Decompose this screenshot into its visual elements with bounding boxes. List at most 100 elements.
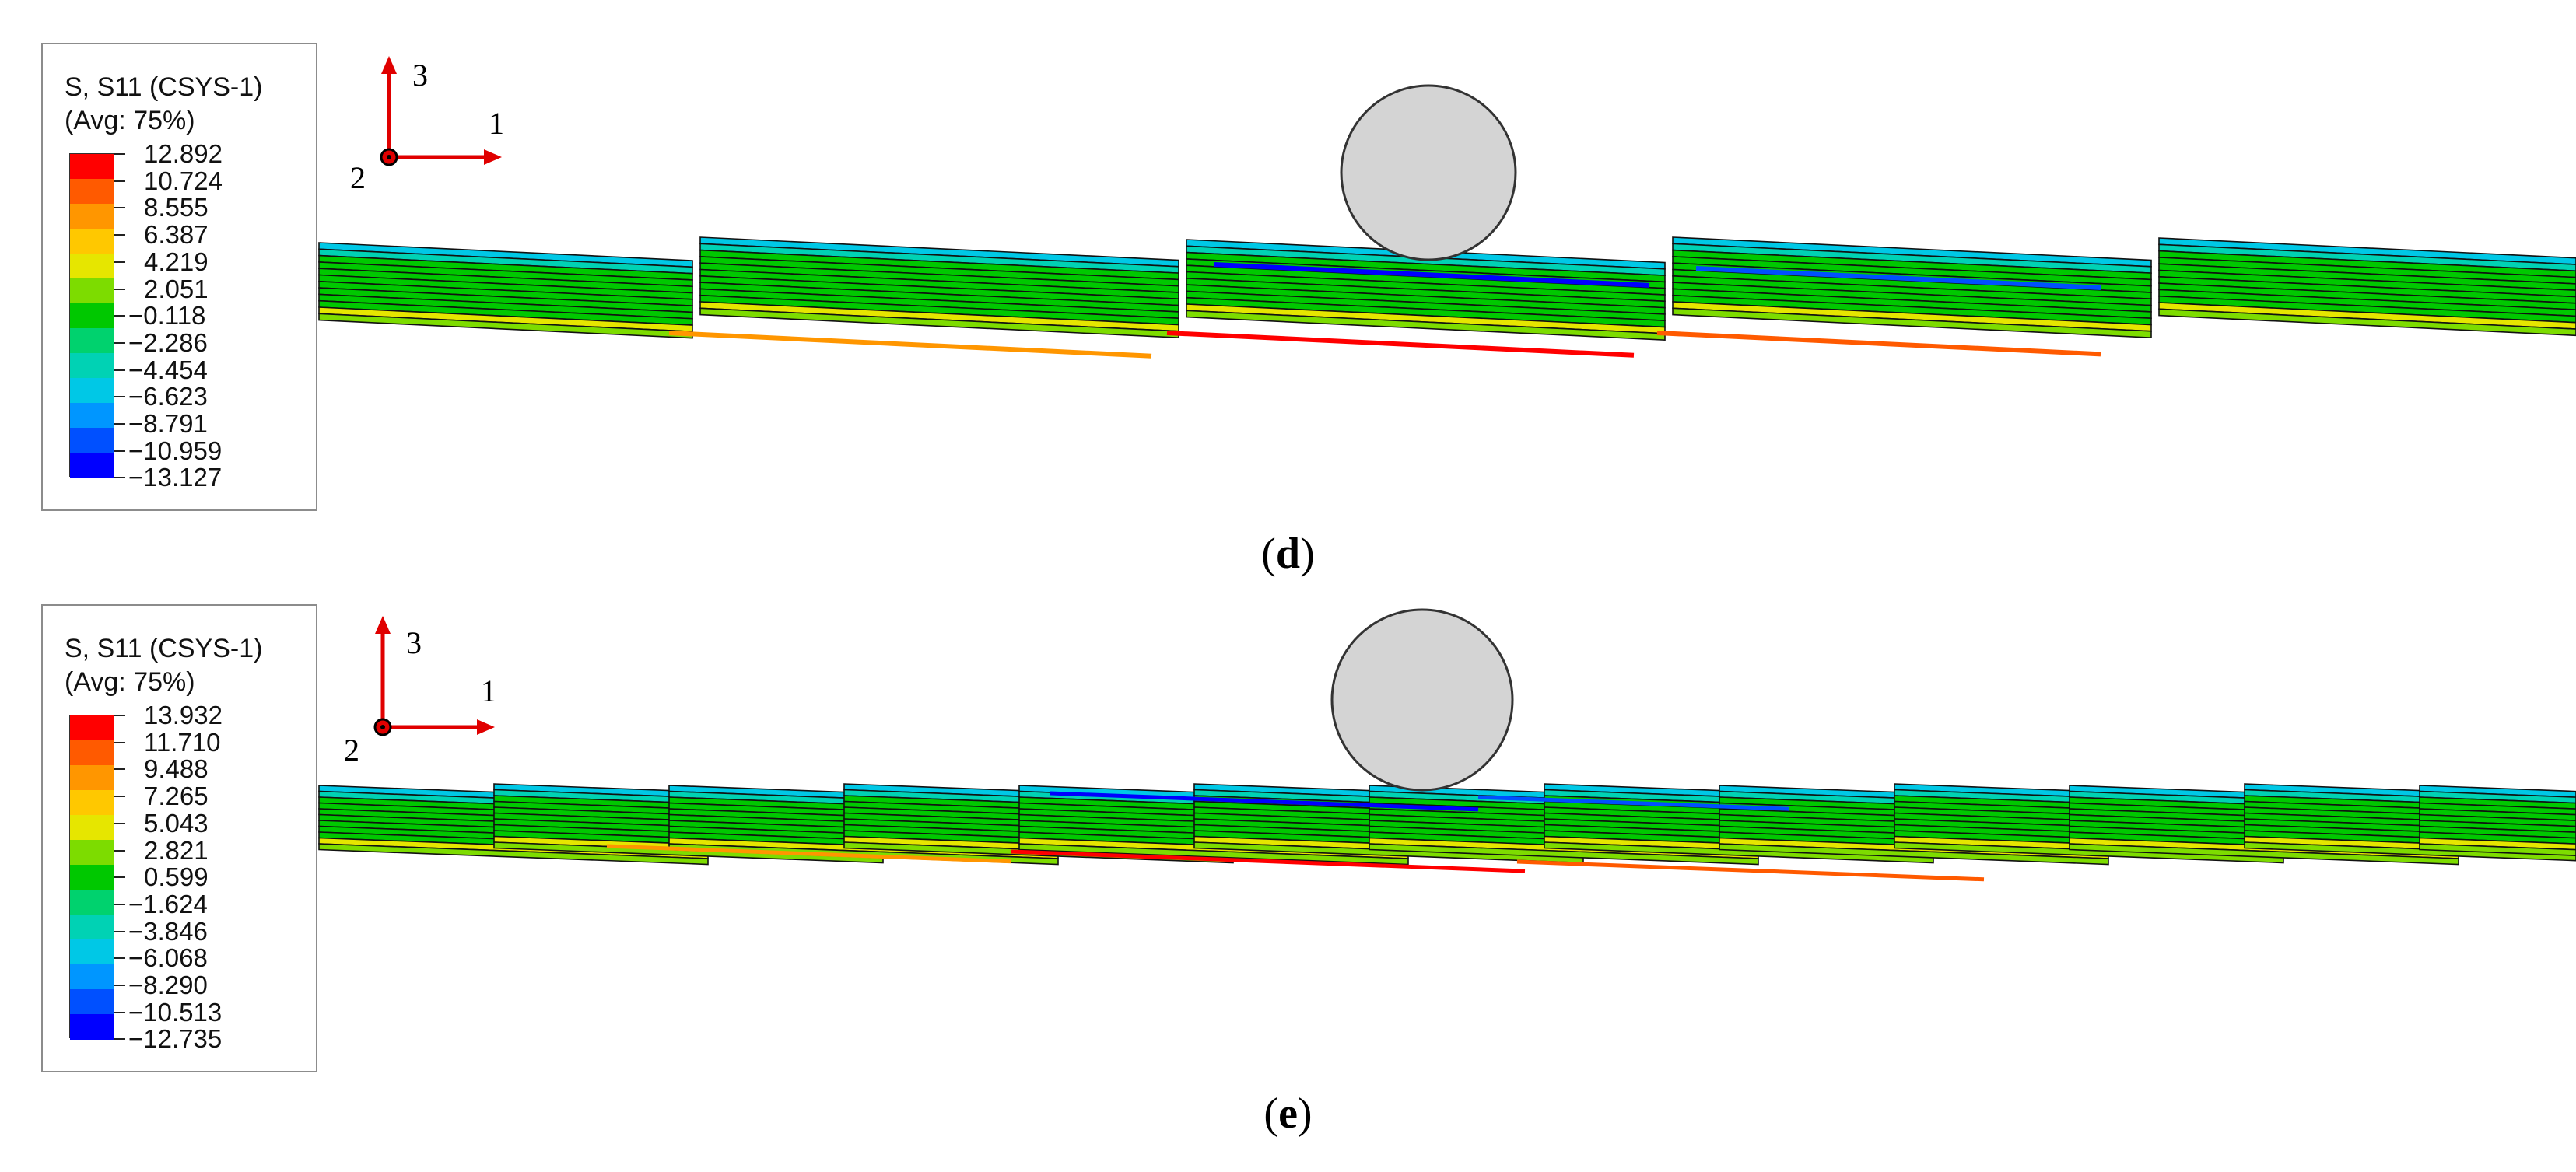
scale-tick-label: 12.892 (144, 139, 223, 168)
color-swatch (70, 840, 114, 866)
laminate-ply (2419, 813, 2576, 827)
color-swatch (70, 865, 114, 890)
scale-tick-label: 13.932 (144, 701, 223, 729)
laminate-ply (2419, 820, 2576, 833)
color-swatch (70, 989, 114, 1015)
scale-tick (114, 315, 125, 317)
color-swatch (70, 204, 114, 229)
scale-tick (114, 261, 125, 263)
laminate-ply (2158, 269, 2576, 298)
color-swatch (70, 815, 114, 841)
stress-band (1213, 262, 1650, 288)
legend-subtitle: (Avg: 75%) (65, 667, 195, 697)
scale-tick (114, 180, 125, 182)
laminate-ply (2419, 831, 2576, 845)
scale-tick-label: 5.043 (144, 808, 209, 838)
scale-tick (114, 153, 125, 155)
scale-tick (114, 985, 125, 986)
scale-tick-label: 8.555 (144, 193, 209, 222)
laminate-field-d: 3 1 2 (318, 56, 2576, 359)
scale-tick-label: 0.599 (144, 862, 209, 892)
laminate-ply (1186, 310, 1666, 341)
scale-tick (114, 234, 125, 236)
laminate-ply (1369, 843, 1759, 866)
laminate-ply (2419, 790, 2576, 804)
scale-tick (114, 849, 125, 852)
laminate-field-e: 3 1 2 (318, 608, 2576, 882)
color-swatch (70, 453, 114, 478)
color-swatch (70, 328, 114, 354)
laminate-ply (2419, 843, 2576, 856)
color-swatch (70, 715, 114, 741)
laminate-ply (2069, 843, 2459, 866)
laminate-ply (2419, 837, 2576, 851)
indenter-cylinder-icon (1340, 84, 1517, 261)
laminate-ply (699, 307, 1179, 338)
scale-tick (114, 207, 125, 209)
scale-tick (114, 396, 125, 398)
scale-tick (114, 930, 125, 932)
scale-tick-label: −0.118 (128, 301, 206, 331)
scale-tick (114, 341, 125, 344)
laminate-ply (318, 843, 709, 866)
scale-tick-label: 4.219 (144, 247, 209, 276)
coordinate-triad-icon: 3 1 2 (344, 616, 496, 768)
scale-tick-label: −8.290 (128, 971, 208, 999)
stress-band (1011, 849, 1526, 873)
scale-tick (114, 423, 125, 425)
scale-tick (114, 1011, 125, 1013)
color-swatch (70, 154, 114, 180)
scale-tick-label: 9.488 (144, 754, 209, 784)
color-swatch (70, 964, 114, 990)
laminate-ply (2158, 302, 2576, 330)
scale-tick (114, 450, 125, 452)
color-swatch (70, 254, 114, 279)
scale-tick (114, 796, 125, 798)
scale-tick-label: −12.735 (128, 1024, 223, 1054)
laminate-ply (2158, 237, 2576, 265)
laminate-ply (2158, 275, 2576, 304)
scale-tick (114, 903, 125, 905)
laminate-ply (2158, 289, 2576, 317)
stress-band (668, 331, 1152, 359)
laminate-ply (1018, 843, 1409, 866)
stress-band (606, 844, 1012, 864)
stress-band (1695, 266, 2101, 290)
scale-tick-label: −10.513 (128, 997, 223, 1027)
laminate-ply (2158, 250, 2576, 278)
laminate-ply (2419, 785, 2576, 798)
stress-band (1477, 795, 1790, 811)
legend-title: S, S11 (CSYS-1) (65, 634, 263, 663)
triad-axis-2-label: 2 (350, 160, 366, 195)
laminate-ply (1719, 843, 2109, 866)
color-swatch (70, 428, 114, 453)
laminate-ply (2158, 308, 2576, 337)
scale-tick-label: 2.051 (144, 274, 209, 303)
color-scale (69, 153, 114, 478)
laminate-ply (2419, 825, 2576, 839)
scale-tick-label: 6.387 (144, 220, 209, 250)
triad-axis-3-label: 3 (406, 625, 422, 660)
color-scale (69, 715, 114, 1040)
scale-tick-label: −1.624 (128, 889, 208, 918)
stress-band (1516, 859, 1985, 882)
panel-caption: (e) (1263, 1090, 1313, 1138)
scale-tick (114, 876, 125, 879)
color-swatch (70, 403, 114, 429)
laminate-ply (2419, 808, 2576, 821)
laminate-ply (2158, 263, 2576, 292)
scale-tick (114, 957, 125, 960)
stress-band (1656, 331, 2101, 357)
scale-tick (114, 369, 125, 371)
color-swatch (70, 229, 114, 254)
color-swatch (70, 179, 114, 205)
indenter-cylinder-icon (1330, 608, 1514, 792)
scale-tick-label: 11.710 (144, 727, 221, 757)
scale-tick-label: −13.127 (128, 463, 223, 492)
scale-tick (114, 1038, 125, 1041)
